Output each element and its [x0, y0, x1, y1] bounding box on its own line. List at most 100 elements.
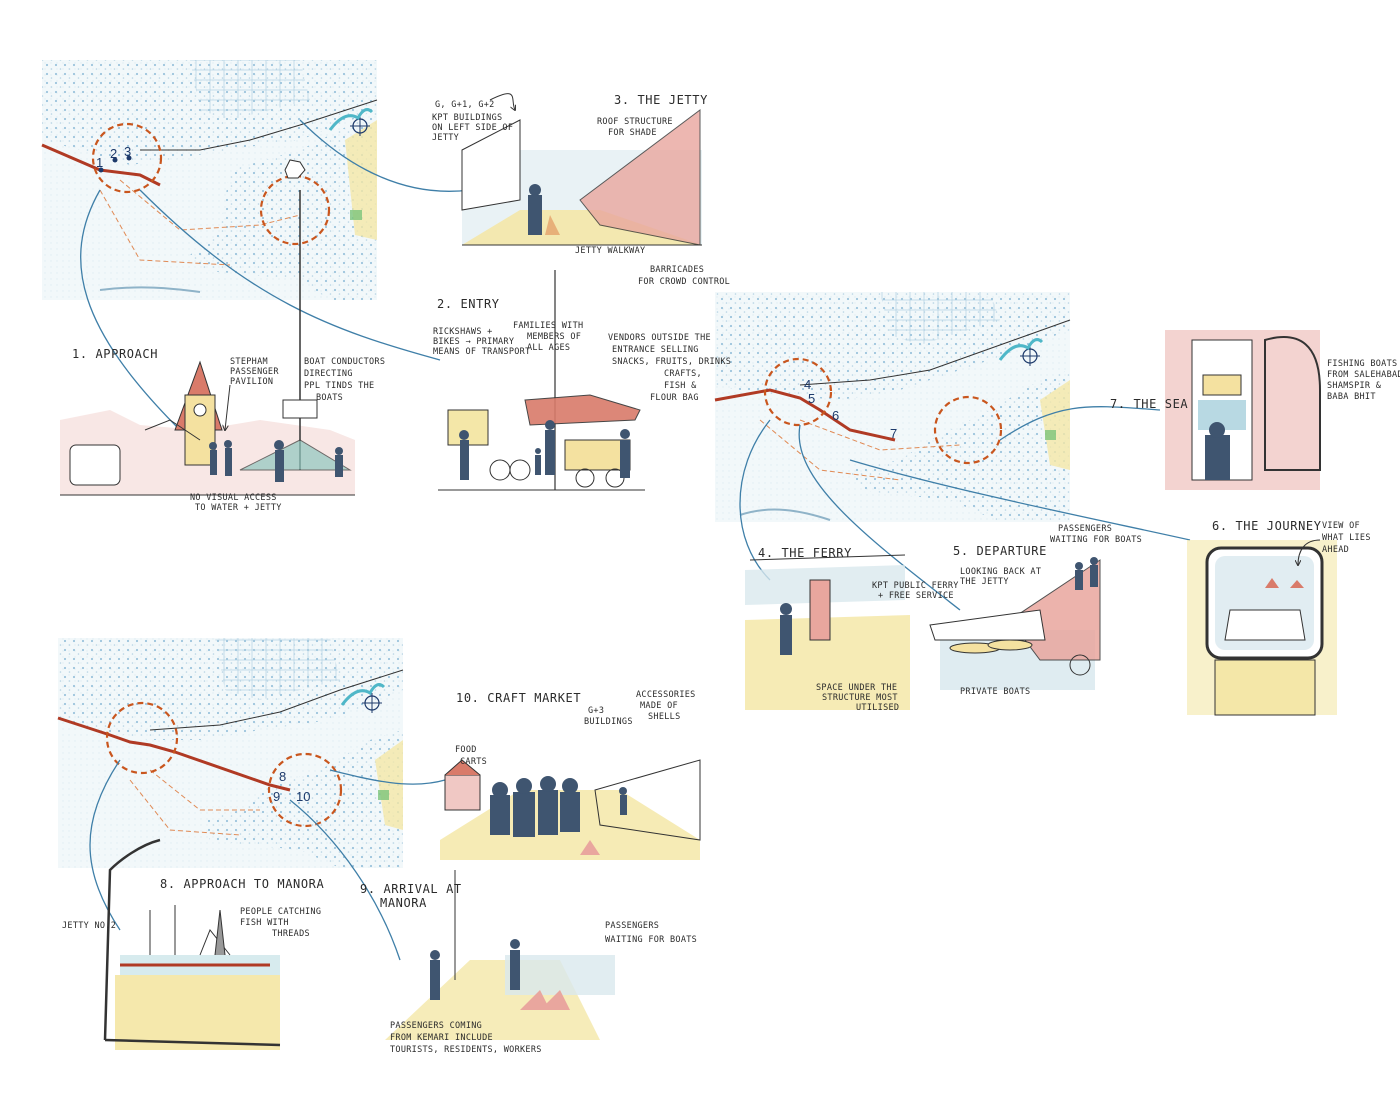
annotation: PEOPLE CATCHING: [240, 907, 321, 917]
annotation: FISH &: [664, 381, 697, 391]
annotation: CARTS: [460, 757, 487, 767]
annotation: VIEW OF: [1322, 521, 1360, 531]
annotation: PASSENGERS COMING: [390, 1021, 482, 1031]
scene-title: 6. THE JOURNEY: [1212, 519, 1322, 533]
annotation: TOURISTS, RESIDENTS, WORKERS: [390, 1045, 542, 1055]
annotation: CRAFTS,: [664, 369, 702, 379]
annotation: THREADS: [272, 929, 310, 939]
annotation: WAITING FOR BOATS: [605, 935, 697, 945]
focus-ring: [763, 357, 833, 427]
annotation: BOAT CONDUCTORS: [304, 357, 385, 367]
scene-title: 10. CRAFT MARKET: [456, 691, 581, 705]
annotation: FROM KEMARI INCLUDE: [390, 1033, 493, 1043]
annotation: AHEAD: [1322, 545, 1349, 555]
focus-ring: [267, 752, 343, 828]
annotation: BIKES → PRIMARY: [433, 337, 514, 347]
annotation: JETTY NO.2: [62, 921, 116, 931]
annotation: MEANS OF TRANSPORT: [433, 347, 531, 357]
stop-label: 3: [124, 144, 131, 159]
annotation: FOOD: [455, 745, 477, 755]
scene-title: 3. THE JETTY: [614, 93, 708, 107]
scene-title: 7. THE SEA: [1110, 397, 1188, 411]
annotation: WAITING FOR BOATS: [1050, 535, 1142, 545]
annotation: ACCESSORIES: [636, 690, 696, 700]
annotation: SHELLS: [648, 712, 681, 722]
annotation: DIRECTING: [304, 369, 353, 379]
annotation: FOR CROWD CONTROL: [638, 277, 730, 287]
annotation: NO VISUAL ACCESS: [190, 493, 277, 503]
scene-departure: 5. DEPARTURE LOOKING BACK AT THE JETTY P…: [929, 524, 1142, 697]
annotation: ROOF STRUCTURE: [597, 117, 673, 127]
annotation: KPT BUILDINGS: [432, 113, 502, 123]
scene-title: MANORA: [380, 896, 427, 910]
compass-icon: [1020, 346, 1040, 366]
focus-ring: [933, 395, 1003, 465]
annotation: FAMILIES WITH: [513, 321, 583, 331]
annotation: THE JETTY: [960, 577, 1009, 587]
annotation: LOOKING BACK AT: [960, 567, 1041, 577]
annotation: ALL AGES: [527, 343, 570, 353]
annotation: FROM SALEHABAD,: [1327, 370, 1400, 380]
stop-label: 5: [808, 391, 815, 406]
annotation: UTILISED: [856, 703, 899, 713]
annotation: FLOUR BAG: [650, 393, 699, 403]
annotation: PPL TINDS THE: [304, 381, 374, 391]
scene-approach-manora: 8. APPROACH TO MANORA JETTY NO.2 PEOPLE …: [62, 838, 324, 1050]
annotation: WHAT LIES: [1322, 533, 1371, 543]
annotation: FOR SHADE: [608, 128, 657, 138]
scene-title: 2. ENTRY: [437, 297, 500, 311]
scene-craft: 10. CRAFT MARKET G+3 BUILDINGS ACCESSORI…: [440, 690, 701, 860]
annotation: BUILDINGS: [584, 717, 633, 727]
scene-ferry: 4. THE FERRY KPT PUBLIC FERRY + FREE SER…: [745, 546, 959, 713]
bird-icon: [340, 683, 386, 706]
annotation: ON LEFT SIDE OF: [432, 123, 513, 133]
stop-label: 9: [273, 789, 280, 804]
scene-title: 9. ARRIVAL AT: [360, 882, 462, 896]
compass-icon: [350, 116, 370, 136]
annotation: SNACKS, FRUITS, DRINKS: [612, 357, 731, 367]
annotation: PASSENGERS: [605, 921, 659, 931]
focus-ring: [91, 122, 163, 194]
annotation: FISHING BOATS: [1327, 359, 1397, 369]
map-c: 8 9 10: [57, 638, 404, 868]
focus-ring: [105, 701, 179, 775]
scene-title: 4. THE FERRY: [758, 546, 852, 560]
annotation: PAVILION: [230, 377, 273, 387]
scene-sea: 7. THE SEA FISHING BOATS FROM SALEHABAD,…: [1110, 330, 1400, 490]
focus-ring: [259, 174, 331, 246]
annotation: BABA BHIT: [1327, 392, 1376, 402]
stop-label: 2: [110, 146, 117, 161]
annotation: SPACE UNDER THE: [816, 683, 897, 693]
annotation: + FREE SERVICE: [878, 591, 954, 601]
scene-title: 8. APPROACH TO MANORA: [160, 877, 324, 891]
annotation: RICKSHAWS +: [433, 327, 493, 337]
stop-label: 10: [296, 789, 310, 804]
scene-journey: 6. THE JOURNEY VIEW OF WHAT LIES AHEAD: [1187, 519, 1371, 716]
annotation: BOATS: [316, 393, 343, 403]
compass-icon: [362, 693, 382, 713]
scene-title: 5. DEPARTURE: [953, 544, 1047, 558]
scene-title: 1. APPROACH: [72, 347, 158, 361]
map-a: 1 2 3: [41, 60, 378, 300]
annotation: ENTRANCE SELLING: [612, 345, 699, 355]
annotation: JETTY: [432, 133, 459, 143]
annotation: STEPHAM: [230, 357, 268, 367]
route-line: [41, 143, 161, 187]
stop-label: 4: [804, 377, 811, 392]
map-b: 4 5 6 7: [714, 292, 1071, 522]
scene-approach: 1. APPROACH STEPHAM PASSENGER PAVILION B…: [60, 190, 385, 513]
annotation: STRUCTURE MOST: [822, 693, 898, 703]
annotation: SHAMSPIR &: [1327, 381, 1382, 391]
annotation: JETTY WALKWAY: [575, 246, 645, 256]
scene-entry: 2. ENTRY RICKSHAWS + BIKES → PRIMARY MEA…: [433, 270, 731, 491]
annotation: BARRICADES: [650, 265, 704, 275]
annotation: MEMBERS OF: [527, 332, 581, 342]
annotation: G+3: [588, 706, 604, 716]
bird-icon: [328, 108, 374, 131]
annotation: VENDORS OUTSIDE THE: [608, 333, 711, 343]
annotation: PASSENGERS: [1058, 524, 1112, 534]
annotation: MADE OF: [640, 701, 678, 711]
scene-arrival: 9. ARRIVAL AT MANORA PASSENGERS WAITING …: [360, 870, 697, 1055]
annotation: KPT PUBLIC FERRY: [872, 581, 959, 591]
